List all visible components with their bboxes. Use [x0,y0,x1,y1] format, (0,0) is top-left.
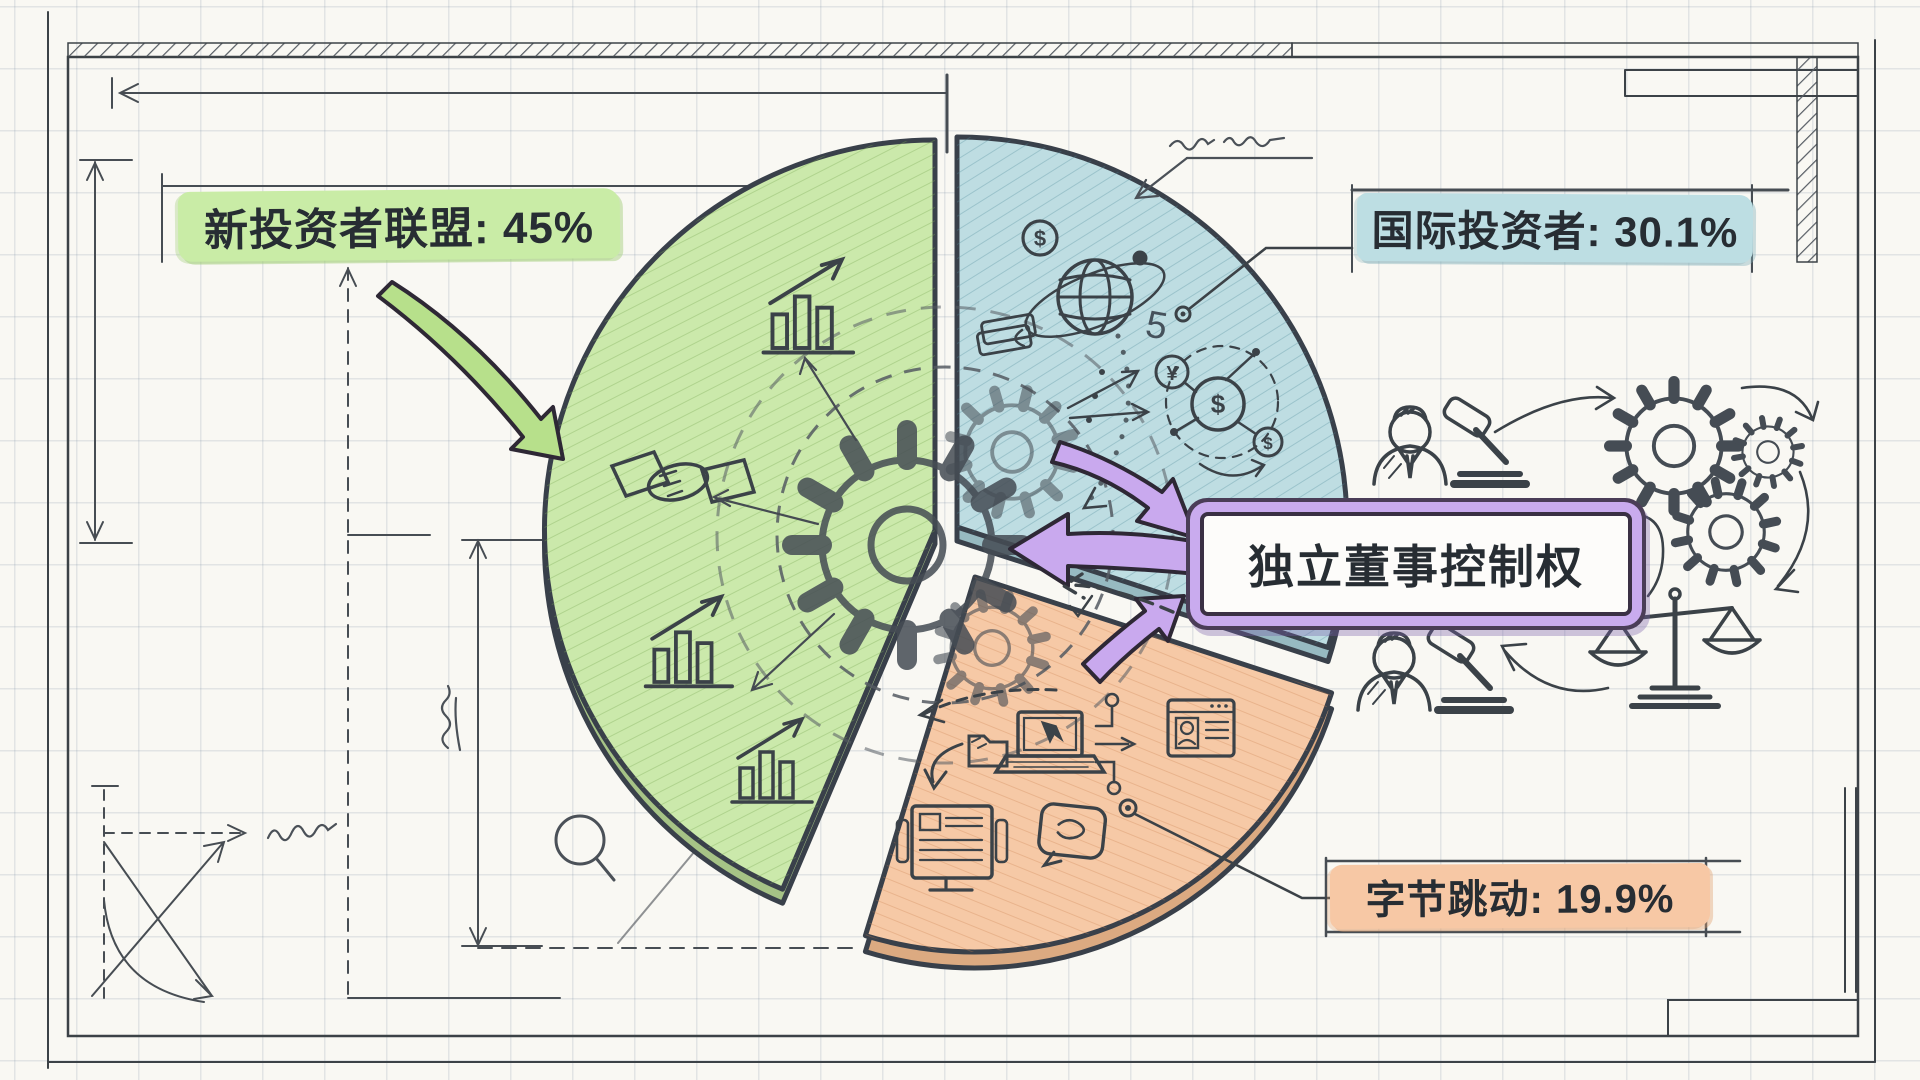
chat-bubble-icon [1037,802,1108,868]
cursive-note-left-vertical [440,684,462,752]
purple-arrow-left [1008,512,1200,588]
curved-arrow-icon [923,742,964,791]
judge-gavel-icon [1374,395,1526,484]
scales-of-justice-icon [1588,587,1762,709]
label-bytedance-text: 字节跳动: 19.9% [1365,877,1675,923]
label-new-investor-alliance-text: 新投资者联盟: 45% [203,203,595,256]
label-international-investors-text: 国际投资者: 30.1% [1371,206,1739,256]
governance-icons [1358,382,1820,710]
purple-arrow-bottom [1081,594,1186,684]
dotted-trail-arrowhead [1081,486,1108,510]
callout-leaders [1060,246,1354,900]
globe-icon [1014,250,1166,348]
handwriting-scribbles [266,136,1314,882]
label-international-investors: 国际投资者: 30.1% [1356,192,1754,264]
currency-network-icon: $ ¥ $ [1154,344,1284,478]
svg-text:¥: ¥ [1166,363,1178,385]
cursive-note-bottom-left [266,822,338,842]
label-new-investor-alliance: 新投资者联盟: 45% [177,188,621,262]
green-arrow [376,280,565,461]
circle-doodle [554,814,606,866]
label-bytedance: 字节跳动: 19.9% [1329,863,1711,929]
green-slice-icons [609,257,858,804]
svg-text:$: $ [1211,389,1226,419]
dashed-arrow [922,688,1058,716]
flow-arrows [376,280,1200,684]
orange-label-leader [1133,812,1332,900]
handshake-icon [609,449,757,505]
radial-arrows [711,355,858,692]
cycle-arrows [1493,385,1820,693]
laptop-cursor-icon [992,710,1108,774]
center-callout-box: 独立董事控制权 [1200,512,1632,616]
banknote-icon [975,313,1037,357]
gears-icon [1665,471,1788,594]
orange-slice-icons [895,688,1236,892]
monitor-document-icon [895,804,1009,892]
blue-label-leader [1187,246,1354,311]
svg-text:$: $ [1263,434,1273,453]
circuit-connector-icon [1094,692,1137,796]
browser-id-card-icon [1166,698,1236,758]
dollar-coin-icon: $ [1021,219,1059,257]
dashed-leader [1060,572,1175,614]
blueprint-frame [47,11,1876,1069]
center-callout-text: 独立董事控制权 [1248,541,1584,593]
judge-gavel-icon [1358,621,1510,710]
cursive-note-top [1168,136,1286,151]
dashed-ring-outer [715,305,1175,765]
dotted-trail [1083,333,1132,508]
sketch-arrows [1066,369,1151,422]
purple-arrow-top [1050,440,1198,540]
svg-text:$: $ [1034,226,1046,251]
folder-icon [967,734,1009,768]
gears-icon [1724,408,1812,496]
annotation-arrow [1134,156,1189,200]
pie-slice-green [542,137,938,892]
